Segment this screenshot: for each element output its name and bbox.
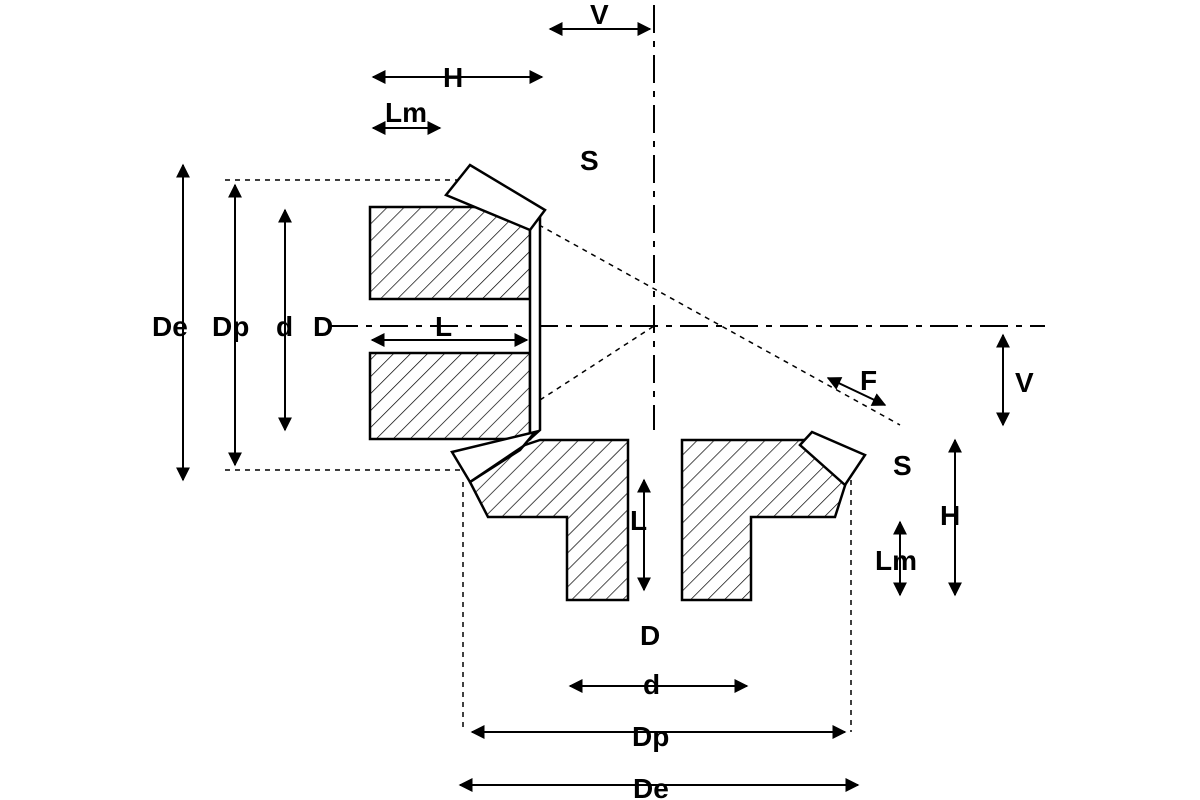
right-gear-body-left: [468, 438, 630, 602]
dimension-lines: [176, 22, 1010, 792]
labels: V H Lm S De Dp d D L V F S H Lm L D d Dp…: [152, 0, 1034, 800]
left-gear-hub-upper: [368, 205, 532, 301]
right-gear-tooth: [798, 430, 867, 487]
label-D-bottom: D: [640, 620, 660, 651]
left-gear: [368, 163, 547, 484]
right-gear: [468, 430, 867, 602]
center-lines: [330, 5, 1045, 430]
label-F-right: F: [860, 365, 877, 396]
label-V-top: V: [590, 0, 609, 30]
label-Dp-left: Dp: [212, 311, 249, 342]
left-gear-hub-lower: [368, 351, 532, 441]
label-H-top: H: [443, 62, 463, 93]
left-gear-tooth-top: [443, 163, 547, 232]
left-gear-web: [528, 204, 542, 442]
label-L-right: L: [630, 505, 647, 536]
label-S-right: S: [893, 450, 912, 481]
label-D-left: D: [313, 311, 333, 342]
label-L-left: L: [435, 311, 452, 342]
label-S-top: S: [580, 145, 599, 176]
label-Dp-bottom: Dp: [632, 721, 669, 752]
label-V-right: V: [1015, 367, 1034, 398]
label-De-left: De: [152, 311, 188, 342]
label-d-left: d: [276, 311, 293, 342]
label-H-right: H: [940, 500, 960, 531]
label-d-bottom: d: [643, 669, 660, 700]
label-Lm-right: Lm: [875, 545, 917, 576]
label-Lm-top: Lm: [385, 97, 427, 128]
label-De-bottom: De: [633, 773, 669, 800]
